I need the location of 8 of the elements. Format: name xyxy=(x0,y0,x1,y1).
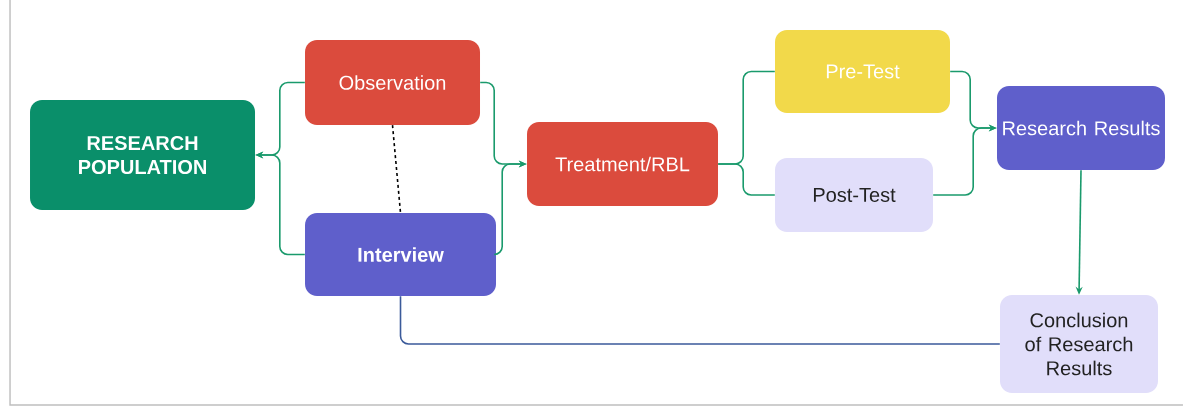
process-box: Post-Test xyxy=(775,158,933,232)
process-box: Observation xyxy=(305,40,480,125)
process-box: Interview xyxy=(305,213,496,296)
process-box: Pre-Test xyxy=(775,30,950,113)
process-box: Research Results xyxy=(997,86,1165,170)
process-box: Conclusion of Research Results xyxy=(1000,295,1158,393)
process-box: Treatment/RBL xyxy=(527,122,718,206)
process-box: RESEARCH POPULATION xyxy=(30,100,255,210)
